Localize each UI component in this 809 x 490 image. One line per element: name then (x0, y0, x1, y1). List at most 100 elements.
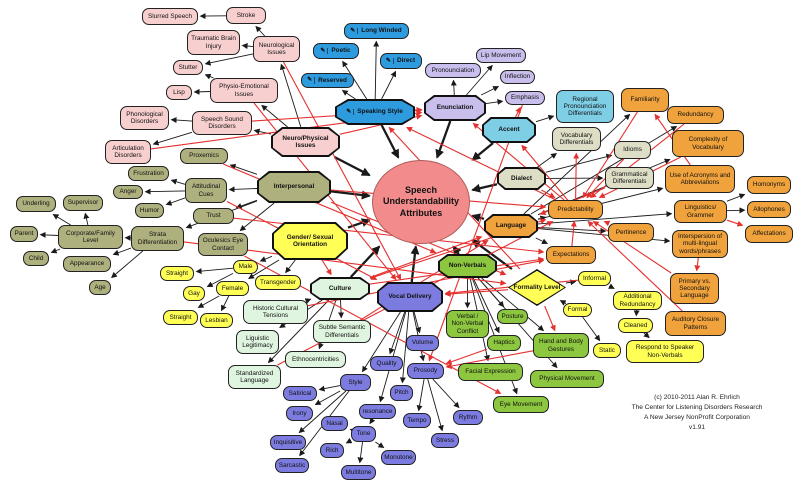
node-prosody[interactable]: Prosody (407, 363, 444, 379)
node-underling[interactable]: Underling (16, 196, 56, 212)
node-stroke[interactable]: Stroke (226, 7, 266, 24)
node-homonyms[interactable]: Homonyms (747, 176, 791, 194)
node-speaking-style[interactable]: ✎Speaking Style (335, 99, 415, 125)
node-vocab-diff[interactable]: Vocabulary Differentials (552, 127, 601, 151)
node-expectations[interactable]: Expectations (546, 246, 596, 264)
node-child[interactable]: Child (23, 251, 49, 266)
node-primary-secondary[interactable]: Primary vs. Secondary Language (670, 273, 719, 304)
node-phonological[interactable]: Phonological Disorders (120, 106, 169, 130)
node-facial[interactable]: Facial Expression (458, 363, 523, 381)
node-pronounciation[interactable]: Pronounciation (425, 63, 481, 78)
node-tbi[interactable]: Traumatic Brain Injury (187, 30, 240, 55)
node-monotone[interactable]: Monotone (381, 450, 416, 465)
node-sarcastic[interactable]: Sarcastic (275, 458, 309, 473)
node-poetic[interactable]: ✎Poetic (313, 43, 359, 59)
node-accent[interactable]: Accent (482, 117, 536, 143)
node-tone[interactable]: Tone (351, 426, 376, 442)
node-regional[interactable]: Regional Pronounciation Differentials (556, 90, 614, 123)
node-age[interactable]: Age (89, 280, 111, 295)
node-strata[interactable]: Strata Differentiation (131, 226, 184, 251)
node-acronyms[interactable]: Use of Acronyms and Abbreviations (665, 165, 735, 193)
node-anger[interactable]: Anger (113, 185, 143, 199)
node-neurological[interactable]: Neurological Issues (253, 36, 300, 62)
node-female[interactable]: Female (216, 281, 249, 296)
node-quality[interactable]: Quality (370, 356, 403, 371)
node-gramm-diff[interactable]: Grammatical Differentials (605, 167, 654, 189)
node-tempo[interactable]: Tempo (403, 413, 431, 428)
node-rich[interactable]: Rich (320, 443, 344, 458)
node-irony[interactable]: Irony (286, 406, 313, 421)
node-emphasis[interactable]: Emphasis (505, 91, 545, 105)
node-affectations[interactable]: Affectations (745, 225, 793, 243)
node-straight-1[interactable]: Straight (160, 266, 194, 281)
node-direct[interactable]: ✎Direct (380, 53, 422, 69)
node-male[interactable]: Male (233, 260, 258, 274)
node-parent[interactable]: Parent (10, 226, 38, 242)
node-pertinence[interactable]: Pertinence (608, 223, 654, 242)
node-nasal[interactable]: Nasal (321, 416, 348, 431)
node-volume[interactable]: Volume (406, 335, 439, 351)
node-language[interactable]: Language (484, 214, 538, 238)
node-hand-body[interactable]: Hand and Body Gestures (533, 333, 589, 358)
node-non-verbals[interactable]: Non-Verbals (438, 254, 497, 278)
node-center[interactable]: Speech Understandability Attributes (372, 160, 470, 244)
node-humor[interactable]: Humor (135, 203, 164, 218)
node-stutter[interactable]: Stutter (173, 60, 203, 75)
node-interpersonal[interactable]: Interpersonal (257, 171, 331, 203)
node-gay[interactable]: Gay (183, 286, 205, 301)
node-historic[interactable]: Historic Cultural Tensions (243, 300, 308, 324)
node-satirical[interactable]: Satirical (283, 386, 317, 401)
node-ethno[interactable]: Ethnocentricities (285, 351, 346, 368)
node-lisp[interactable]: Lisp (166, 85, 192, 100)
node-static[interactable]: Static (593, 343, 621, 358)
node-enunciation[interactable]: Enunciation (424, 95, 486, 121)
node-supervisor[interactable]: Supervisor (63, 195, 103, 211)
node-redundancy[interactable]: Redundancy (667, 106, 724, 124)
node-attitudinal[interactable]: Attitudinal Cues (185, 178, 227, 203)
node-stress[interactable]: Stress (431, 433, 459, 448)
node-vocal-delivery[interactable]: Vocal Delivery (377, 282, 443, 312)
node-idioms[interactable]: Idioms (614, 141, 651, 159)
node-familiarity[interactable]: Familiarity (621, 88, 669, 112)
node-multitone[interactable]: Multitone (341, 465, 376, 480)
node-oculesics[interactable]: Oculesics Eye Contact (198, 233, 248, 256)
node-dialect[interactable]: Dialect (497, 167, 546, 190)
node-vnv-conflict[interactable]: Verbal / Non-Verbal Conflict (446, 310, 489, 338)
node-auditory-closure[interactable]: Auditory Closure Patterns (665, 311, 726, 336)
node-neuro-physical[interactable]: Neuro/Physical Issues (271, 127, 340, 157)
node-style[interactable]: Style (340, 374, 371, 391)
node-articulation[interactable]: Articulation Disorders (105, 140, 151, 164)
node-ling-grammer[interactable]: Linguistics/ Grammer (674, 200, 727, 223)
node-liguistic[interactable]: Liguistic Legitimacy (236, 330, 279, 354)
node-culture[interactable]: Culture (310, 277, 370, 300)
node-speech-sound[interactable]: Speech Sound Disorders (192, 111, 252, 135)
node-inquisitive[interactable]: Inquisitive (270, 435, 306, 450)
node-appearance[interactable]: Appearance (63, 256, 111, 272)
node-inflection[interactable]: Inflection (500, 70, 535, 84)
node-resonance[interactable]: resonance (359, 404, 396, 419)
node-physio[interactable]: Physio-Emotional Issues (210, 78, 278, 103)
node-pitch[interactable]: Pitch (390, 385, 413, 401)
node-complexity[interactable]: Complexity of Vocabulary (672, 130, 744, 157)
node-eye-movement[interactable]: Eye Movement (493, 396, 549, 413)
node-standardized[interactable]: Standardized Language (228, 365, 281, 389)
node-physical-movement[interactable]: Physical Movement (530, 370, 604, 388)
node-rythm[interactable]: Rythm (453, 410, 483, 425)
node-allophones[interactable]: Allophones (747, 201, 791, 218)
node-frustration[interactable]: Frustration (128, 166, 169, 181)
node-posture[interactable]: Posture (497, 309, 528, 324)
node-interspersion[interactable]: Interspersion of multi-lingual words/phr… (672, 230, 728, 258)
node-trust[interactable]: Trust (193, 208, 234, 224)
node-respond[interactable]: Respond to Speaker Non-Verbals (626, 340, 704, 363)
node-predictability[interactable]: Predictability (548, 200, 603, 219)
node-subtle[interactable]: Subtle Semantic Differentials (313, 320, 371, 343)
node-corp-family[interactable]: Corporate/Family Level (58, 225, 123, 249)
node-gender-sexual[interactable]: Gender/ Sexual Orientation (272, 222, 348, 260)
node-long-winded[interactable]: ✎Long Winded (344, 23, 409, 39)
node-lesbian[interactable]: Lesbian (200, 313, 233, 328)
node-formal[interactable]: Formal (563, 303, 592, 317)
node-reserved[interactable]: ✎Reserved (301, 73, 354, 88)
node-informal[interactable]: Informal (578, 271, 611, 286)
node-transgender[interactable]: Transgender (255, 275, 301, 290)
node-cleaned[interactable]: Cleaned (618, 318, 653, 333)
